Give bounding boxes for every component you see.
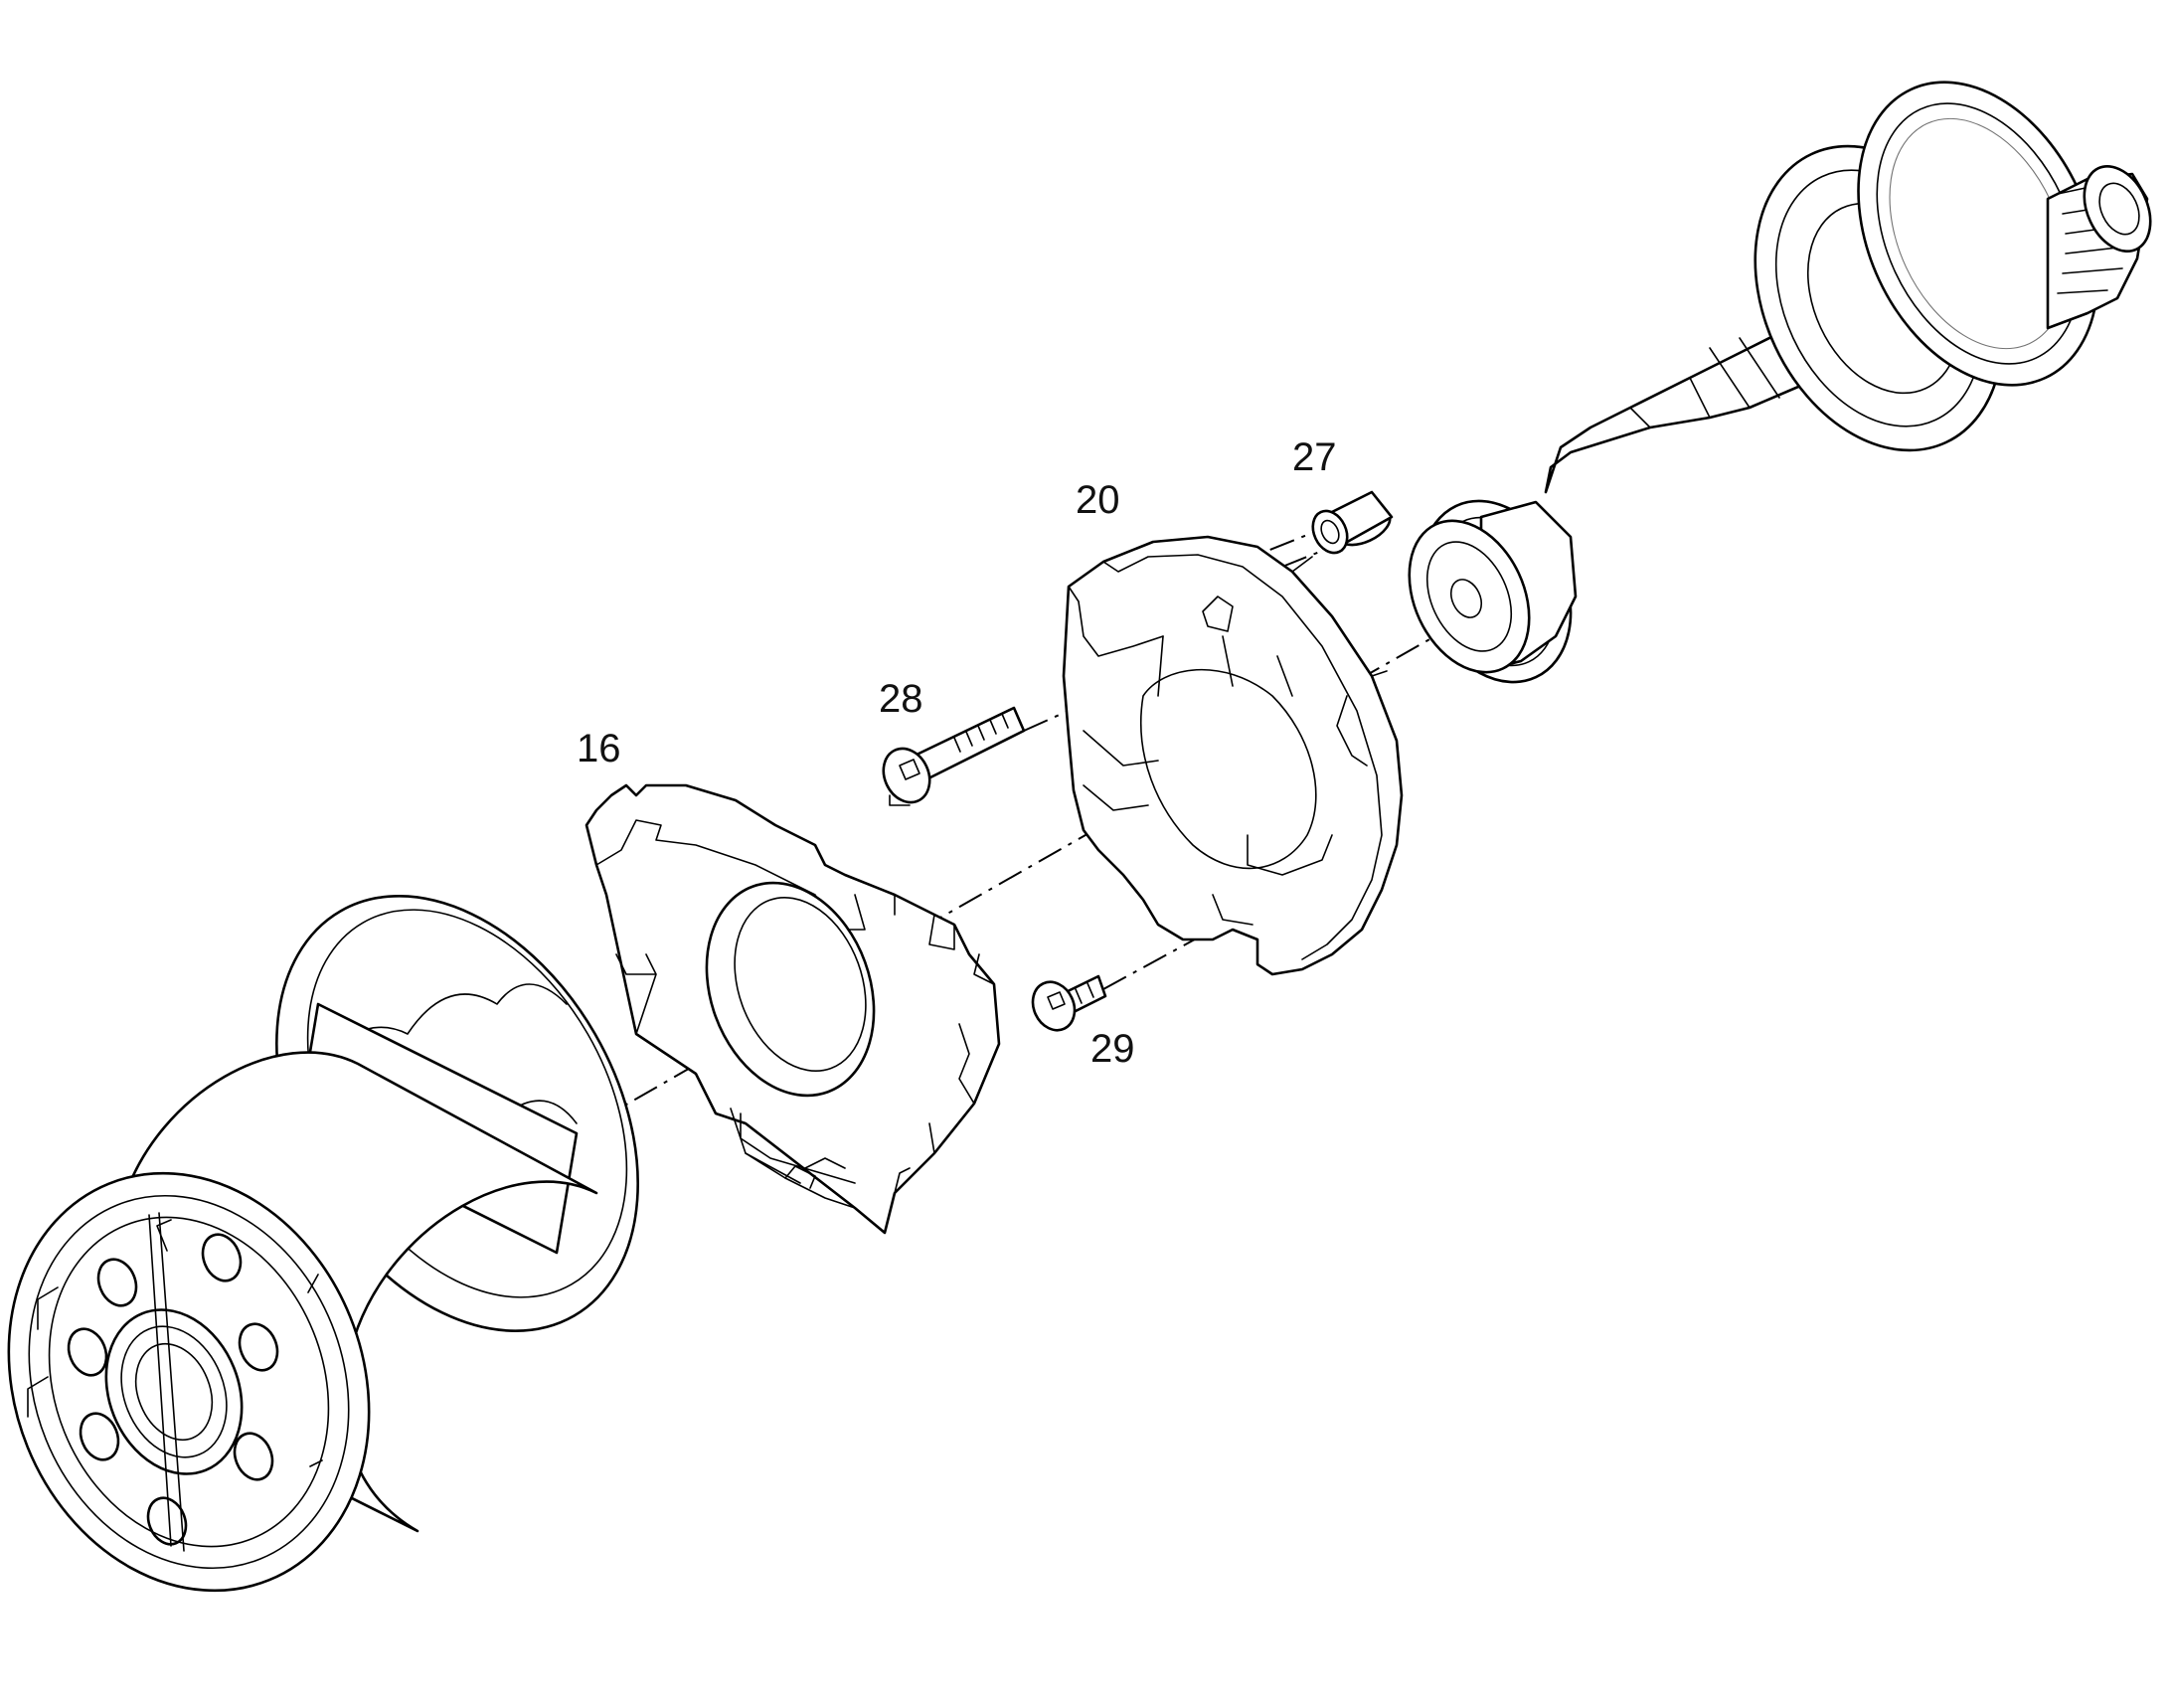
part-27-pin [1311,490,1394,555]
cylinder-block [7,895,639,1593]
callout-27: 27 [1292,435,1337,479]
callout-28: 28 [879,677,923,721]
callout-16: 16 [577,727,621,770]
part-29-short-screw [1031,974,1107,1032]
part-16-retaining-plate [585,783,1001,1235]
callout-20: 20 [1076,478,1120,522]
callout-29: 29 [1090,1027,1135,1071]
drive-shaft-assembly [1408,81,2152,684]
part-20-valve-plate [1062,535,1404,976]
part-28-long-screw [882,706,1026,806]
